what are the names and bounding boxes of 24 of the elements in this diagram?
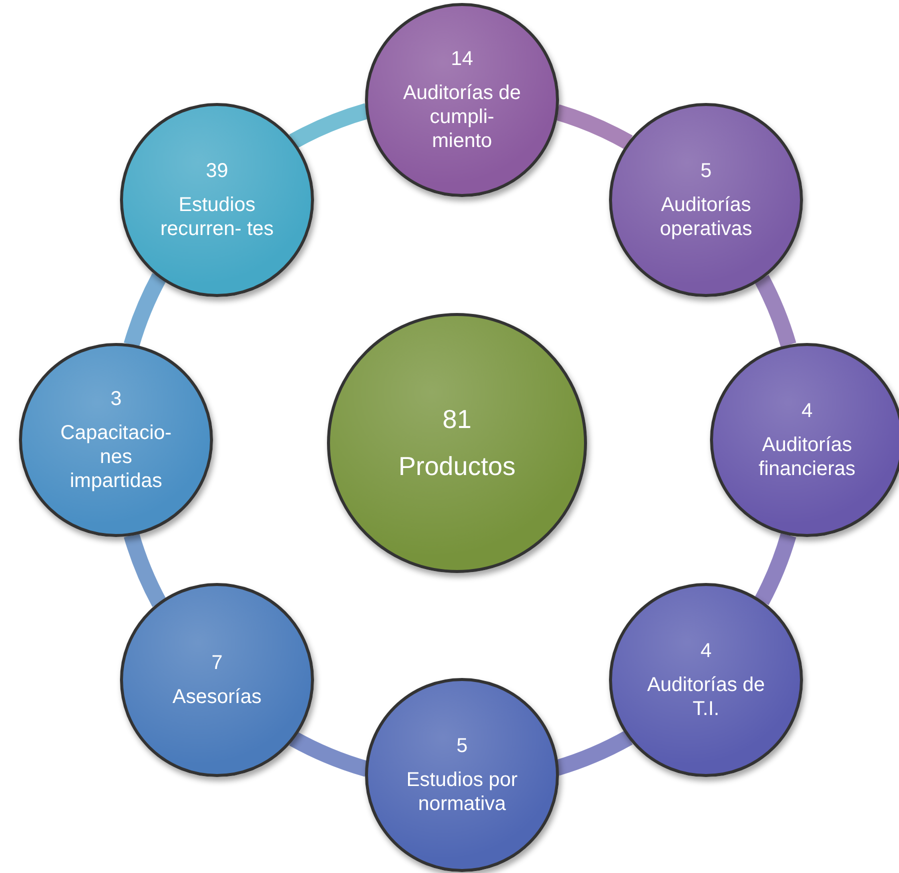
ring-connector — [754, 532, 796, 605]
count-text: 39 — [206, 159, 228, 183]
count-text: 81 — [442, 404, 472, 435]
category-label: Auditorías financieras — [758, 433, 856, 481]
category-label: Auditorías operativas — [658, 193, 754, 241]
ring-connector — [289, 103, 370, 149]
category-label: Capacitacio- nes impartidas — [59, 421, 173, 493]
category-label: Asesorías — [172, 685, 262, 709]
count-text: 7 — [211, 651, 223, 675]
ring-connector — [554, 104, 632, 150]
category-label: Auditorías de cumpli- miento — [402, 81, 522, 153]
count-text: 5 — [456, 734, 468, 758]
category-label: Estudios recurren- tes — [159, 193, 275, 241]
category-label: Productos — [397, 451, 517, 482]
count-text: 5 — [700, 159, 712, 183]
category-label: Estudios por normativa — [405, 768, 519, 816]
category-label: Auditorías de T.I. — [646, 673, 766, 721]
ring-connector — [754, 275, 796, 348]
ring-connector — [124, 532, 167, 607]
count-text: 3 — [110, 387, 122, 411]
ring-connector — [124, 273, 167, 348]
count-text: 4 — [700, 639, 712, 663]
count-text: 14 — [450, 47, 474, 71]
count-text: 4 — [801, 399, 813, 423]
